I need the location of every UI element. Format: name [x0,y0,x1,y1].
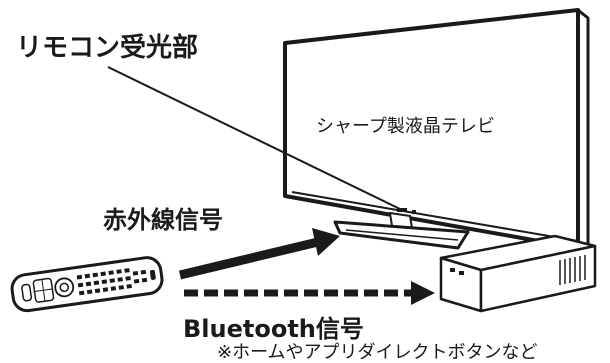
tv-screen-label: シャープ製液晶テレビ [316,116,495,137]
bluetooth-signal-label: Bluetooth信号 [183,315,364,343]
remote-receiver-window [397,208,407,212]
solid-arrow-icon [178,228,340,280]
remote-receiver-leader-line [107,66,401,210]
remote-receiver-label: リモコン受光部 [16,32,198,63]
dashed-arrow-icon [184,281,435,305]
remote-control-icon [10,256,164,313]
infrared-signal-label: 赤外線信号 [103,206,223,234]
set-top-box-icon [439,234,597,313]
bluetooth-note-label: ※ホームやアプリダイレクトボタンなど [217,342,538,363]
